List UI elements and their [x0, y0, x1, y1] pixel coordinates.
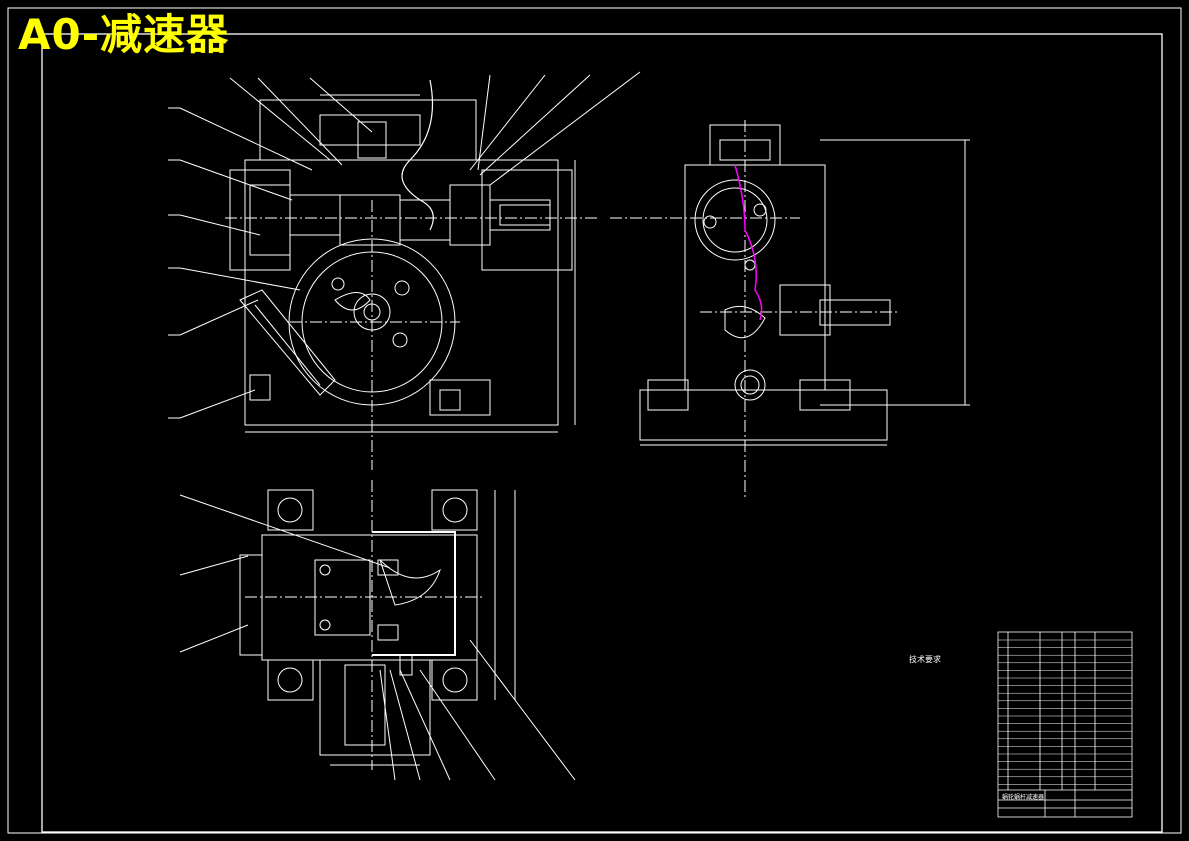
side-view-break-line [734, 164, 763, 321]
front-view [168, 71, 641, 470]
parts-list-rows [998, 639, 1132, 785]
parts-list [997, 631, 1133, 818]
technical-requirements: 技术要求 [875, 655, 975, 668]
technical-requirements-heading: 技术要求 [909, 655, 941, 664]
inner-border [41, 33, 1163, 833]
outer-border [7, 7, 1182, 834]
title-block-drawing-name: 蜗轮蜗杆减速器 [1002, 794, 1045, 801]
drawing-title-overlay: A0-减速器 [18, 10, 230, 59]
top-view [179, 480, 576, 781]
side-view [610, 120, 970, 500]
